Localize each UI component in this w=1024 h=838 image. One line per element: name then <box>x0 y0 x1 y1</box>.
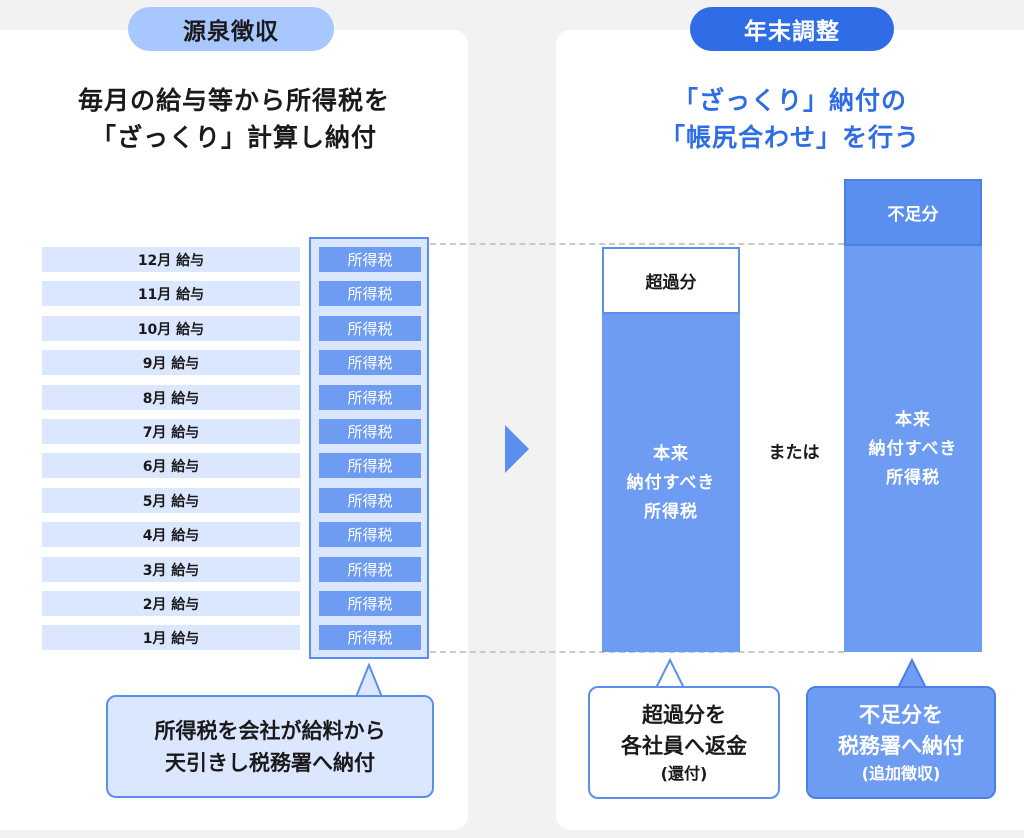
income-tax-cell: 所得税 <box>319 591 421 616</box>
salary-row: 7月 給与 <box>42 419 300 444</box>
withholding-callout: 所得税を会社が給料から 天引きし税務署へ納付 <box>106 695 434 798</box>
actual-tax-bar-shortage: 本来 納付すべき 所得税 <box>844 246 982 652</box>
adjustment-heading: 「ざっくり」納付の 「帳尻合わせ」を行う <box>556 82 1024 156</box>
income-tax-cell: 所得税 <box>319 247 421 272</box>
bar-label-line3: 所得税 <box>886 467 940 488</box>
salary-row: 12月 給与 <box>42 247 300 272</box>
bar-label-line3: 所得税 <box>644 501 698 522</box>
adjustment-heading-line1: 「ざっくり」納付の <box>672 86 907 115</box>
refund-callout: 超過分を 各社員へ返金 (還付) <box>588 686 780 799</box>
bar-label-line1: 本来 <box>653 443 689 464</box>
income-tax-cell: 所得税 <box>319 488 421 513</box>
payment-callout-line2: 税務署へ納付 <box>838 733 964 758</box>
actual-tax-bar-refund: 本来 納付すべき 所得税 <box>602 314 740 652</box>
callout-tail-right <box>896 657 928 689</box>
income-tax-cell: 所得税 <box>319 625 421 650</box>
top-guide-line <box>430 243 844 245</box>
refund-callout-sub: (還付) <box>660 763 708 783</box>
salary-row: 10月 給与 <box>42 316 300 341</box>
withholding-heading-line2: 「ざっくり」計算し納付 <box>90 123 377 152</box>
withholding-heading-line1: 毎月の給与等から所得税を <box>77 86 390 115</box>
income-tax-cell: 所得税 <box>319 281 421 306</box>
salary-row: 6月 給与 <box>42 453 300 478</box>
bar-label-line1: 本来 <box>895 409 931 430</box>
callout-tail-mid <box>654 657 686 689</box>
bar-label-line2: 納付すべき <box>626 472 716 493</box>
refund-callout-line2: 各社員へ返金 <box>621 733 747 758</box>
triangle-right-icon <box>505 425 529 473</box>
payment-callout-line1: 不足分を <box>859 702 943 727</box>
withholding-callout-line2: 天引きし税務署へ納付 <box>165 750 375 775</box>
salary-row: 11月 給与 <box>42 281 300 306</box>
salary-row: 4月 給与 <box>42 522 300 547</box>
income-tax-cell: 所得税 <box>319 522 421 547</box>
income-tax-cell: 所得税 <box>319 419 421 444</box>
year-end-adjustment-pill: 年末調整 <box>690 7 894 51</box>
salary-row: 2月 給与 <box>42 591 300 616</box>
salary-row: 9月 給与 <box>42 350 300 375</box>
withholding-pill: 源泉徴収 <box>128 7 334 51</box>
bottom-guide-line <box>430 651 844 653</box>
withholding-callout-line1: 所得税を会社が給料から <box>154 718 386 743</box>
payment-callout-sub: (追加徴収) <box>861 763 941 783</box>
income-tax-cell: 所得税 <box>319 350 421 375</box>
income-tax-cell: 所得税 <box>319 385 421 410</box>
withholding-heading: 毎月の給与等から所得税を 「ざっくり」計算し納付 <box>0 82 468 156</box>
salary-row: 1月 給与 <box>42 625 300 650</box>
refund-callout-line1: 超過分を <box>642 702 726 727</box>
shortage-box: 不足分 <box>844 179 982 246</box>
income-tax-column <box>309 237 429 659</box>
income-tax-cell: 所得税 <box>319 557 421 582</box>
salary-row: 5月 給与 <box>42 488 300 513</box>
salary-row: 8月 給与 <box>42 385 300 410</box>
salary-row: 3月 給与 <box>42 557 300 582</box>
additional-payment-callout: 不足分を 税務署へ納付 (追加徴収) <box>806 686 996 799</box>
income-tax-cell: 所得税 <box>319 316 421 341</box>
adjustment-heading-line2: 「帳尻合わせ」を行う <box>659 123 920 152</box>
or-label: または <box>768 443 820 463</box>
excess-box: 超過分 <box>602 247 740 314</box>
bar-label-line2: 納付すべき <box>868 438 958 459</box>
income-tax-cell: 所得税 <box>319 453 421 478</box>
callout-tail-left <box>354 662 384 698</box>
